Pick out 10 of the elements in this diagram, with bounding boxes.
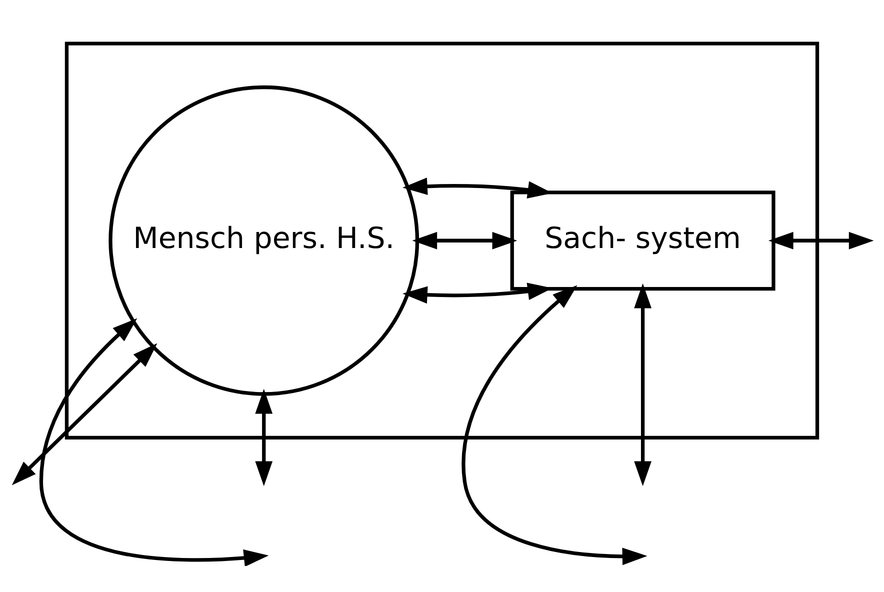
cluster [64,42,820,440]
arrow [39,318,269,566]
node-box: Sach- system [510,190,776,291]
arrow [634,283,652,486]
arrow [768,232,874,250]
arrow [255,388,273,486]
arrow [412,232,518,250]
arrow [12,343,158,486]
node-circle: Mensch pers. H.S. [108,85,420,396]
arrow [462,285,648,566]
